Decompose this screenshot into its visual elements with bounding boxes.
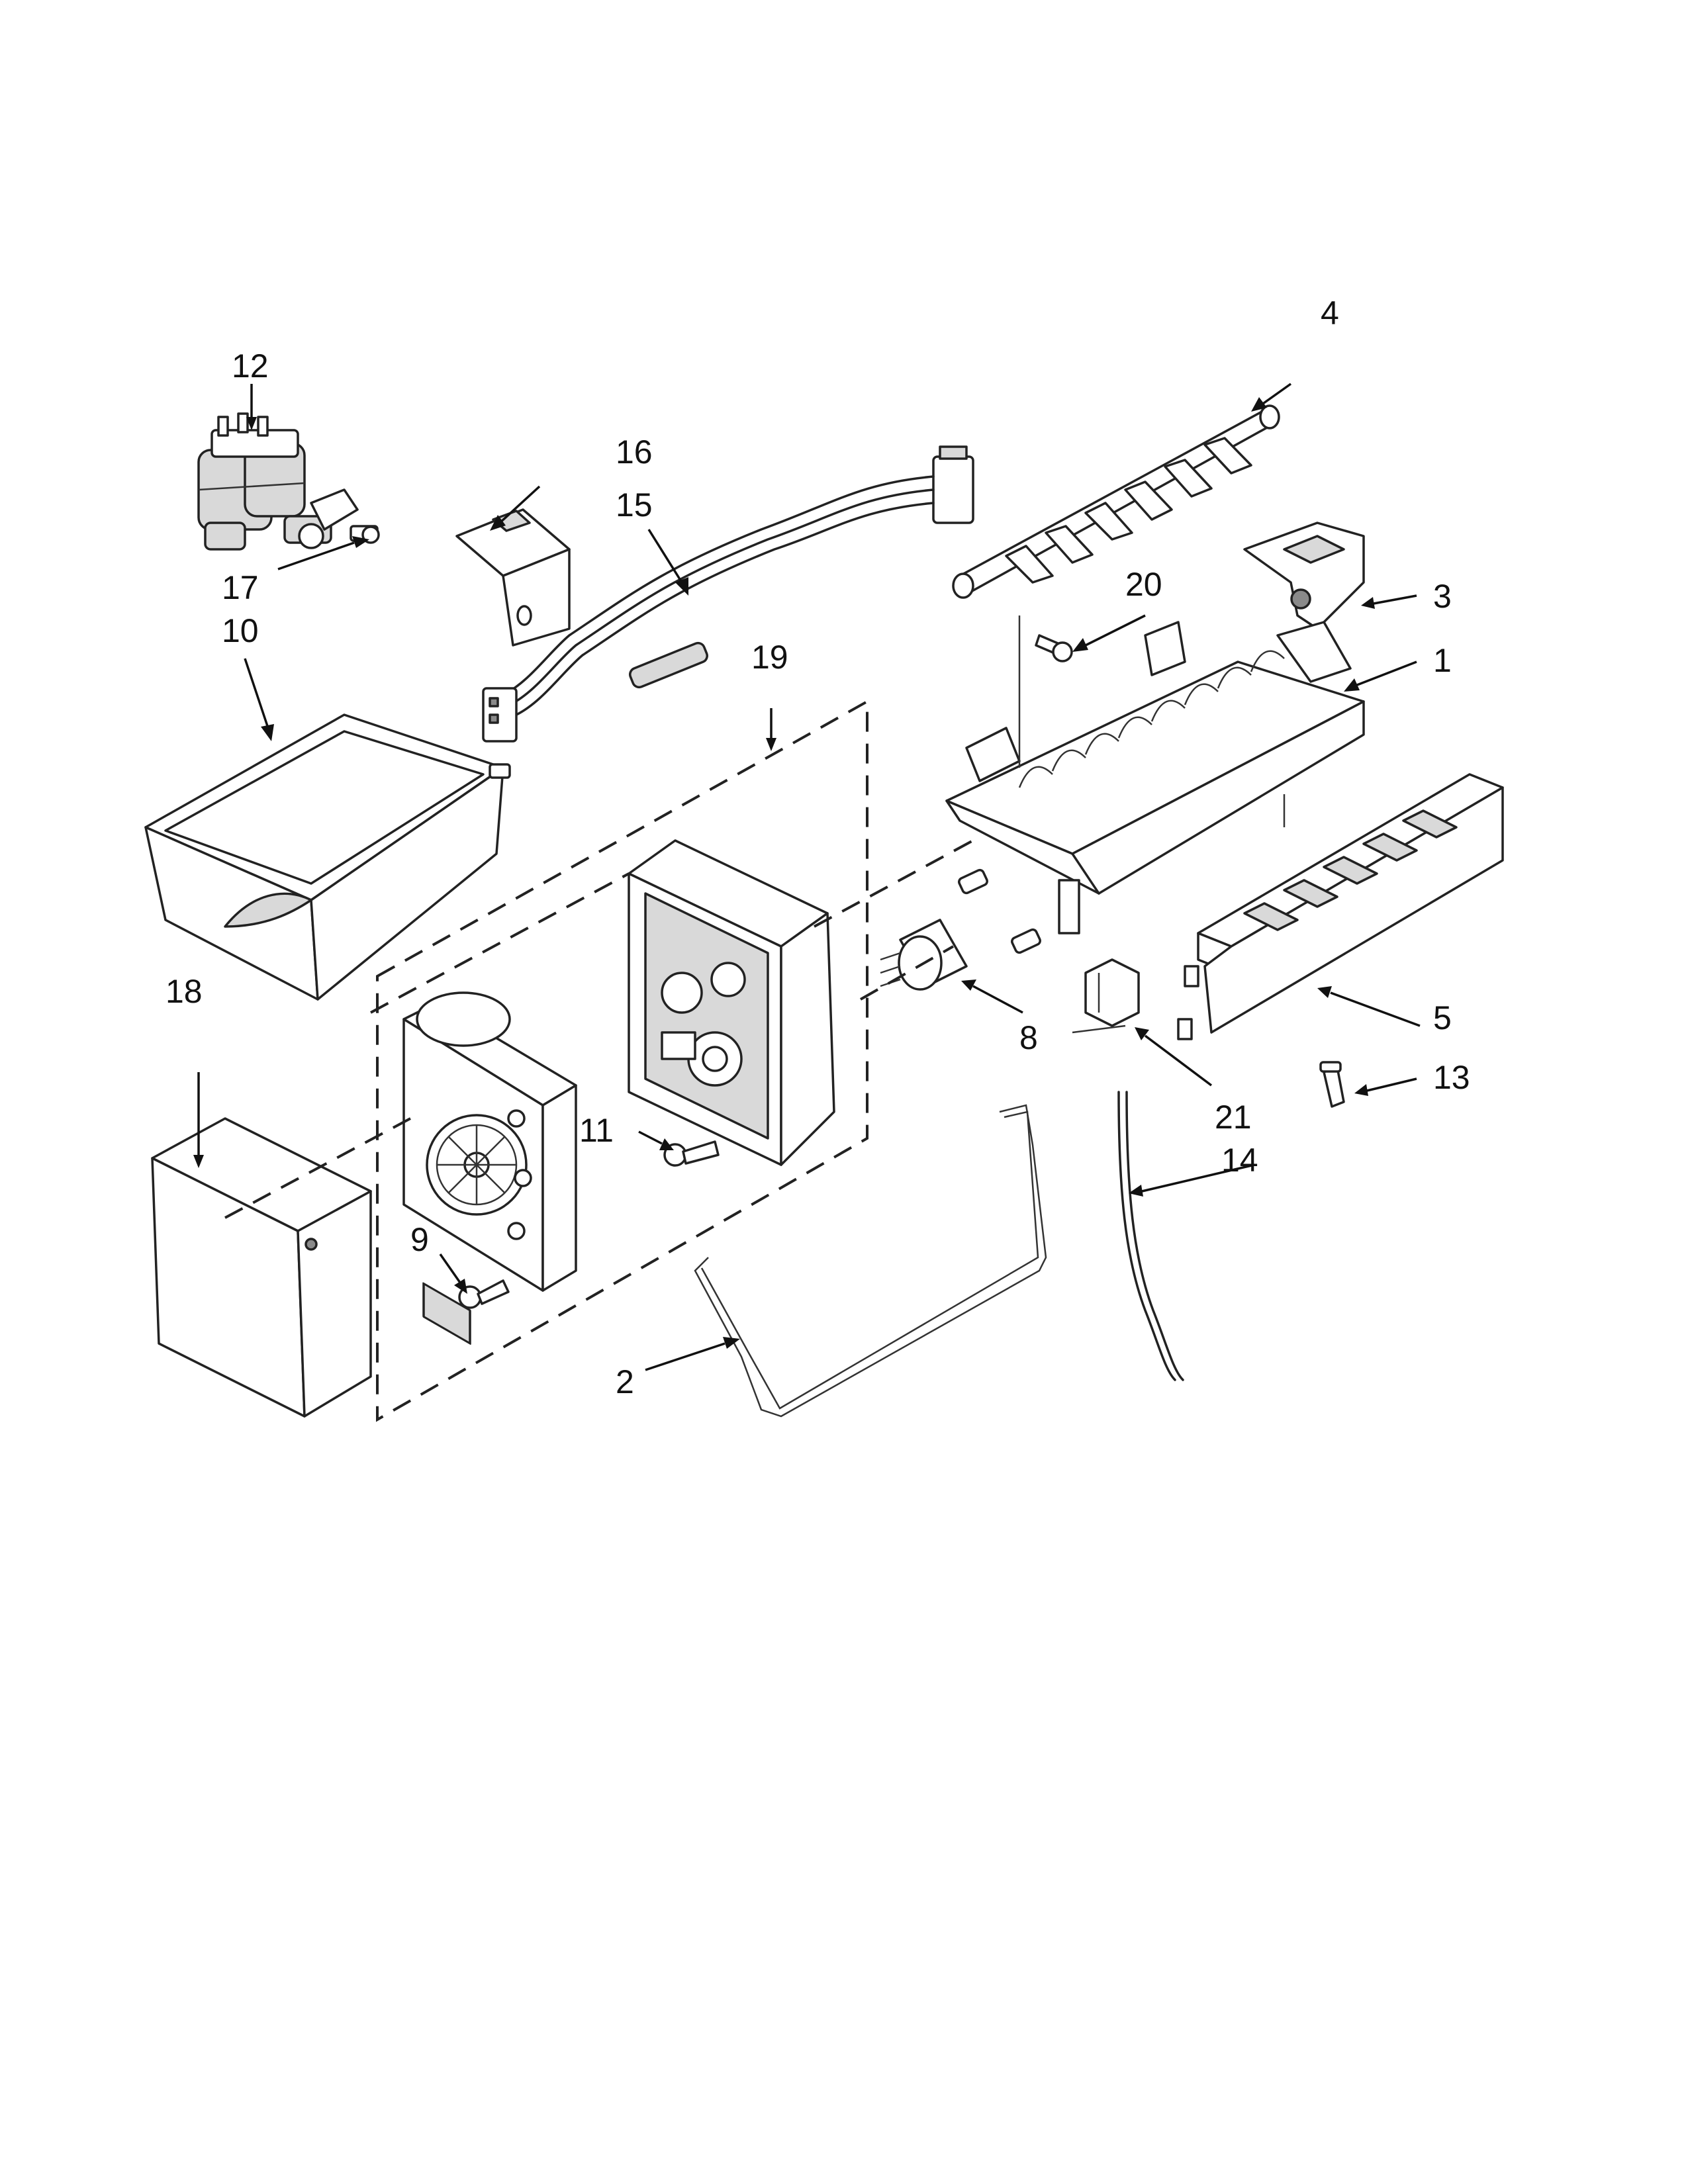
callout-4: 4 <box>1321 295 1339 332</box>
callout-16: 16 <box>616 433 653 471</box>
callout-19: 19 <box>751 639 788 676</box>
callout-10: 10 <box>222 612 259 649</box>
part-4-ejector-blade <box>952 404 1280 599</box>
part-10-ice-bucket <box>144 713 511 1001</box>
part-11-screw <box>663 1140 720 1167</box>
callout-21: 21 <box>1215 1099 1252 1136</box>
callout-3: 3 <box>1433 578 1452 615</box>
part-20-screw <box>1035 634 1073 662</box>
callout-5: 5 <box>1433 999 1452 1036</box>
part-17-screw <box>361 525 380 544</box>
part-1-ice-mold <box>945 621 1365 934</box>
part-19-module-housing <box>628 839 835 1166</box>
callout-9: 9 <box>410 1221 429 1258</box>
part-9-screw <box>458 1279 510 1309</box>
part-13-plug <box>1319 1061 1345 1108</box>
callout-18: 18 <box>165 973 203 1010</box>
callout-2: 2 <box>616 1363 634 1400</box>
assembly-lines <box>224 615 1286 1219</box>
part-12-water-valve <box>197 412 379 551</box>
callout-20: 20 <box>1125 566 1162 603</box>
part-19-module-gear-plate <box>402 991 577 1345</box>
callout-17: 17 <box>222 569 259 606</box>
part-2-shutoff-arm <box>694 1104 1047 1418</box>
leader-arrows <box>193 383 1421 1371</box>
callout-15: 15 <box>616 486 653 523</box>
part-16-bracket <box>455 508 571 647</box>
part-21-clip <box>1084 958 1140 1027</box>
part-3-bearing-cover <box>1243 522 1365 630</box>
callout-8: 8 <box>1019 1019 1038 1056</box>
part-15-wire-harness <box>482 445 974 743</box>
callout-1: 1 <box>1433 642 1452 679</box>
callout-14: 14 <box>1221 1142 1258 1179</box>
callout-13: 13 <box>1433 1059 1470 1096</box>
callout-11: 11 <box>579 1112 614 1149</box>
part-18-module-cover <box>151 1117 372 1418</box>
part-5-ice-stripper <box>1177 773 1504 1040</box>
part-19-control-module-boundary <box>376 699 868 1422</box>
part-8-thermostat <box>880 868 1041 991</box>
part-14-fill-tube <box>1117 1091 1184 1381</box>
callout-labels: 12 16 15 4 17 10 19 20 3 1 18 5 8 13 21 … <box>165 295 1470 1400</box>
callout-12: 12 <box>232 347 269 385</box>
